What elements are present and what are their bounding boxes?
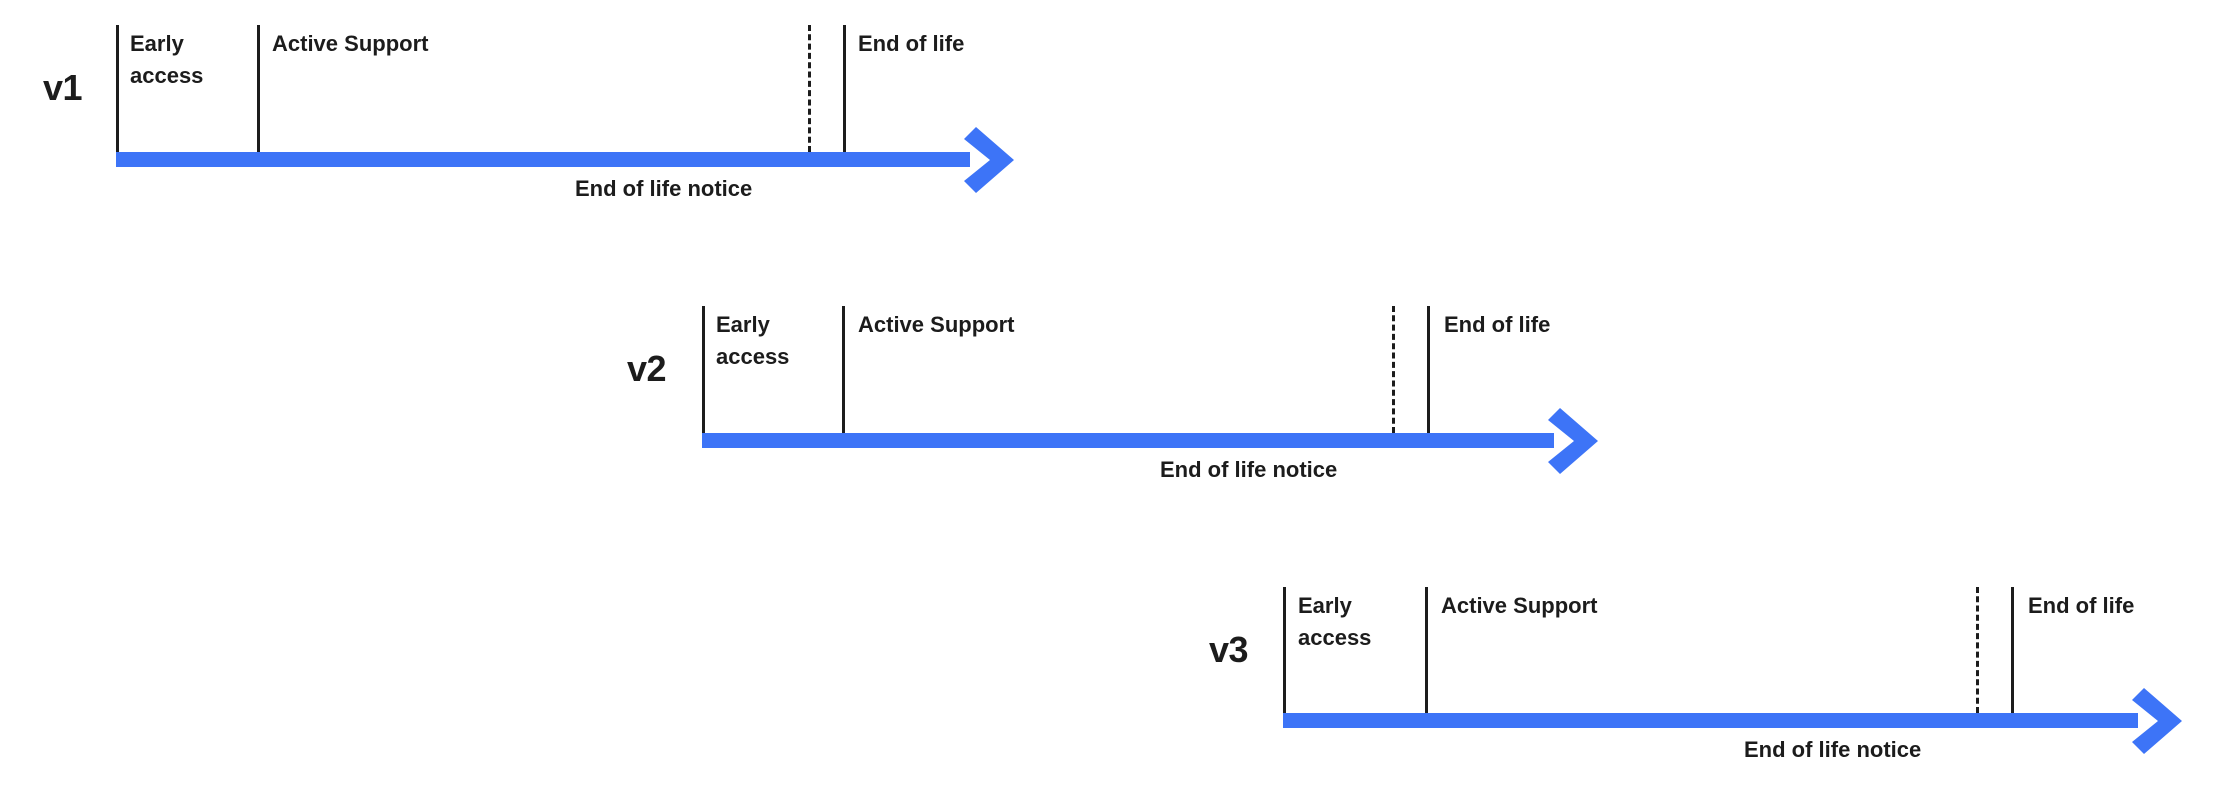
arrow-right-icon-v2 <box>1548 407 1598 474</box>
phase-label-v1-2: End of life <box>858 31 965 56</box>
timeline-bar-v1 <box>116 152 970 167</box>
phase-label-v2-0: Early access <box>716 312 790 369</box>
arrow-right-icon-v3 <box>2132 687 2182 754</box>
phase-label-v1-0: Early access <box>130 31 204 88</box>
phase-divider-v2-1 <box>842 306 845 433</box>
phase-label-v3-2: End of life <box>2028 593 2135 618</box>
arrow-right-icon-v1 <box>964 126 1014 193</box>
phase-label-v3-1: Active Support <box>1441 593 1598 618</box>
phase-divider-v3-3 <box>2011 587 2014 713</box>
phase-divider-v1-3 <box>843 25 846 152</box>
version-label-v3: v3 <box>1208 629 1249 670</box>
notice-marker-dashed-v3 <box>1976 587 1979 713</box>
version-label-v2: v2 <box>626 348 667 389</box>
end-of-life-notice-label-v2: End of life notice <box>1160 457 1338 482</box>
notice-marker-dashed-v2 <box>1392 306 1395 433</box>
timeline-bar-v2 <box>702 433 1554 448</box>
phase-label-v3-0: Early access <box>1298 593 1372 650</box>
phase-label-v1-1: Active Support <box>272 31 429 56</box>
timeline-bar-v3 <box>1283 713 2138 728</box>
phase-divider-v1-0 <box>116 25 119 152</box>
phase-divider-v3-0 <box>1283 587 1286 713</box>
phase-divider-v2-0 <box>702 306 705 433</box>
end-of-life-notice-label-v3: End of life notice <box>1744 737 1922 762</box>
phase-divider-v1-1 <box>257 25 260 152</box>
phase-label-v2-1: Active Support <box>858 312 1015 337</box>
phase-divider-v2-3 <box>1427 306 1430 433</box>
version-label-v1: v1 <box>42 67 83 108</box>
phase-divider-v3-1 <box>1425 587 1428 713</box>
end-of-life-notice-label-v1: End of life notice <box>575 176 753 201</box>
phase-label-v2-2: End of life <box>1444 312 1551 337</box>
notice-marker-dashed-v1 <box>808 25 811 152</box>
